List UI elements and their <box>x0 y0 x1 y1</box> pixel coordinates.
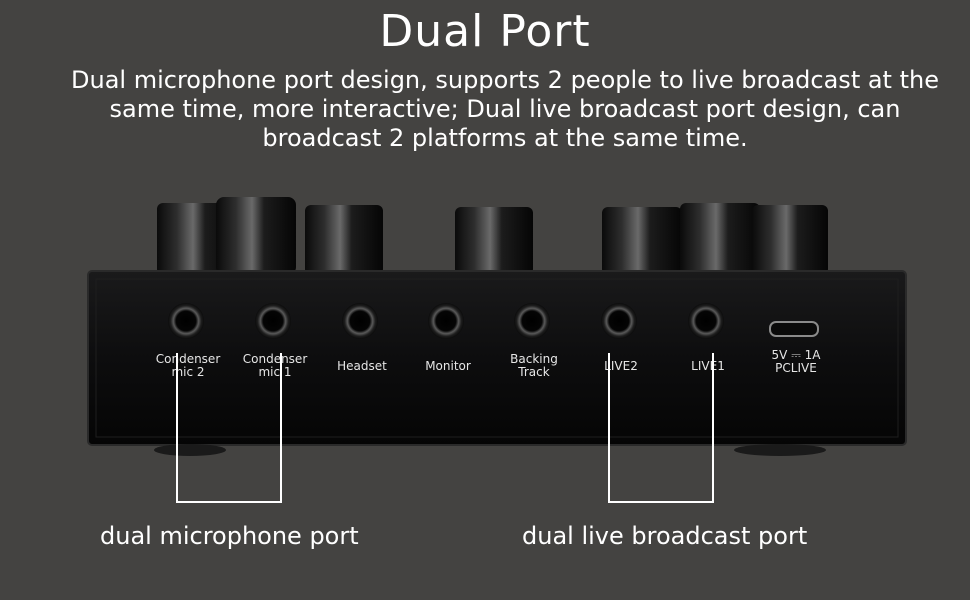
jack-headset <box>342 303 378 339</box>
mic-bracket <box>176 353 282 503</box>
audio-jacks <box>168 303 819 339</box>
port-label-live2: LIVE2 <box>604 359 638 373</box>
port-label-mic1: Condenser mic 1 <box>242 352 308 379</box>
live-callout: dual live broadcast port <box>522 522 808 550</box>
description: Dual microphone port design, supports 2 … <box>71 66 939 152</box>
port-label-monitor: Monitor <box>425 359 471 373</box>
port-label-usb: 5V ⎓ 1A PCLIVE <box>771 348 821 375</box>
jack-backing <box>514 303 550 339</box>
port-label-headset: Headset <box>337 359 387 373</box>
port-label-backing: Backing Track <box>510 352 558 379</box>
jack-live2 <box>601 303 637 339</box>
page-title: Dual Port <box>379 6 591 57</box>
port-label-live1: LIVE1 <box>691 359 725 373</box>
jack-mic2 <box>168 303 204 339</box>
jack-mic1 <box>255 303 291 339</box>
live-bracket <box>608 353 714 503</box>
knobs <box>157 197 828 275</box>
mic-callout: dual microphone port <box>100 522 359 550</box>
jack-monitor <box>428 303 464 339</box>
usb-port <box>769 321 819 337</box>
jack-live1 <box>688 303 724 339</box>
